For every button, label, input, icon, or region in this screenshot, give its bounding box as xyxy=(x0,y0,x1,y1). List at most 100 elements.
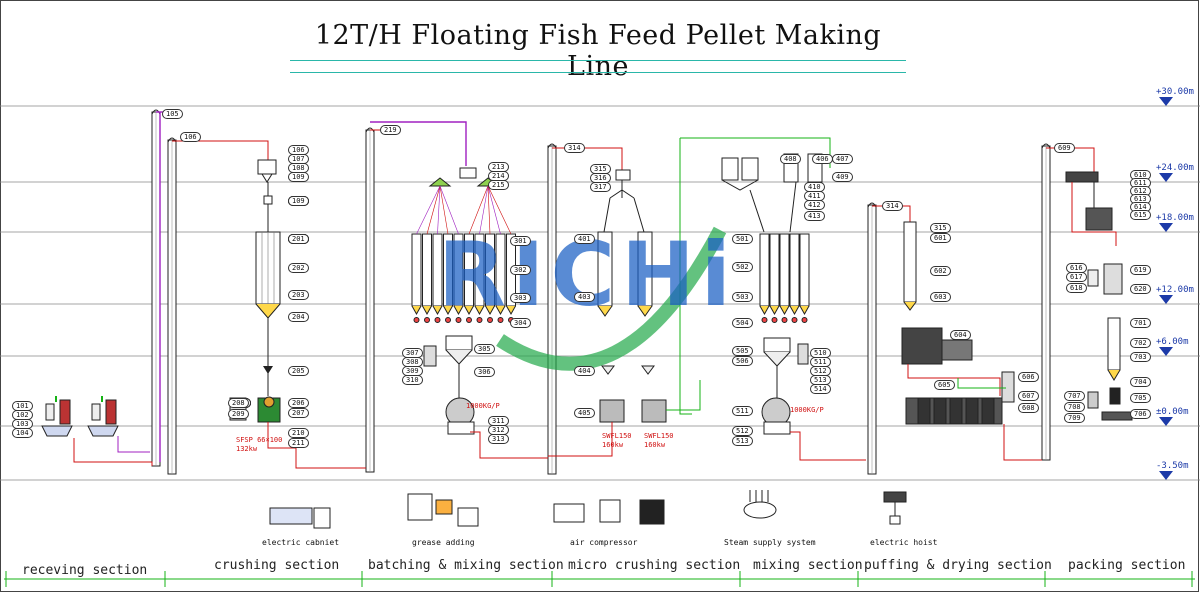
grease-adding-label: grease adding xyxy=(412,538,475,547)
micro-distributor xyxy=(615,169,631,181)
dryer-section xyxy=(949,397,963,425)
elevator-tag: 105 xyxy=(162,109,183,119)
elevation-marker-icon xyxy=(1159,295,1173,304)
bin-hopper xyxy=(422,305,432,316)
mixing-bin xyxy=(789,233,800,307)
mill-tag: 210 xyxy=(288,428,309,438)
packing-pipe-2 xyxy=(1071,182,1117,246)
title-underline-bottom xyxy=(290,72,906,73)
packing-tag: 619 xyxy=(1130,265,1151,275)
puffing-tag: 601 xyxy=(930,233,951,243)
electric-cabinet-label: electric cabniet xyxy=(262,538,340,547)
distribution-pipe xyxy=(437,185,441,235)
bin-hopper xyxy=(759,305,770,316)
grease-tank-2 xyxy=(797,343,809,365)
grease-tank-icon xyxy=(407,493,433,521)
mixer-spec: 1000KG/P xyxy=(466,402,500,410)
batching-tag: 302 xyxy=(510,265,531,275)
bag-operator xyxy=(45,403,55,421)
mixing-tag: 412 xyxy=(804,200,825,210)
mixing-tag: 513 xyxy=(732,436,753,446)
packing-tag: 705 xyxy=(1130,393,1151,403)
elevation-label: +24.00m xyxy=(1156,163,1194,173)
mixing-out-pipe xyxy=(790,431,866,461)
bin-hopper xyxy=(485,305,495,316)
elevation-label: +18.00m xyxy=(1156,213,1194,223)
mixing-tag: 408 xyxy=(780,154,801,164)
bag-sewing-conveyor xyxy=(1101,411,1133,421)
cyclone-separator xyxy=(257,159,277,175)
bin-feeder xyxy=(413,317,420,323)
mixing-tag: 511 xyxy=(732,406,753,416)
elevator-tag: 219 xyxy=(380,125,401,135)
elevation-label: +6.00m xyxy=(1156,337,1189,347)
mixing-tag: 501 xyxy=(732,234,753,244)
electric-hoist-icon xyxy=(883,491,907,503)
elevation-marker-icon xyxy=(1159,347,1173,356)
micro-feed-pipe xyxy=(552,147,623,170)
mixer-spec: 1000KG/P xyxy=(790,406,824,414)
bin-hopper xyxy=(597,305,613,317)
bin-feeder xyxy=(434,317,441,323)
bin-feeder xyxy=(761,317,768,323)
bin-hopper xyxy=(443,305,453,316)
mixing-bin xyxy=(799,233,810,307)
bin-hopper xyxy=(432,305,443,316)
mill-tag: 211 xyxy=(288,438,309,448)
pulverizer-air-pipe xyxy=(666,380,701,411)
bin-feeder xyxy=(476,317,483,323)
elevator-head xyxy=(547,143,557,149)
bin-feeder xyxy=(781,317,788,323)
steam-boiler-icon xyxy=(743,501,777,519)
bin-feeder xyxy=(801,317,808,323)
elevator-tag: 609 xyxy=(1054,143,1075,153)
micro-feeder-1 xyxy=(601,365,615,375)
packing-tag: 617 xyxy=(1066,272,1087,282)
bin-hopper xyxy=(789,305,800,316)
extruder xyxy=(901,327,943,365)
section-label: puffing & drying section xyxy=(864,558,1052,573)
distribution-pipe xyxy=(439,185,449,235)
crushing-tag: 109 xyxy=(288,196,309,206)
mixing-tag: 504 xyxy=(732,318,753,328)
drying-tag: 606 xyxy=(1018,372,1039,382)
bin-hopper xyxy=(464,305,474,316)
packing-tag: 703 xyxy=(1130,352,1151,362)
distribution-pipe xyxy=(487,185,512,235)
elevation-label: ±0.00m xyxy=(1156,407,1189,417)
drying-tag: 605 xyxy=(934,380,955,390)
micro-air-pipe xyxy=(679,138,692,415)
grease-filter-icon xyxy=(457,507,479,527)
crushing-out-pipe xyxy=(267,422,366,469)
crushing-feed-pipe xyxy=(172,140,269,160)
mixing-tag: 413 xyxy=(804,211,825,221)
batching-tag: 313 xyxy=(488,434,509,444)
puffing-tag: 603 xyxy=(930,292,951,302)
packing-scale xyxy=(1109,387,1121,405)
extruder-out-pipe xyxy=(907,364,1001,396)
packing-tag: 618 xyxy=(1066,283,1087,293)
batch-out-pipe xyxy=(470,431,548,459)
receiving-pipe xyxy=(73,438,153,466)
bin-feeder xyxy=(455,317,462,323)
bin-hopper xyxy=(637,305,653,317)
elevation-marker-icon xyxy=(1159,223,1173,232)
micro-tag: 401 xyxy=(574,234,595,244)
packing-tag: 702 xyxy=(1130,338,1151,348)
elevation-label: +30.00m xyxy=(1156,87,1194,97)
dryer-section xyxy=(965,397,979,425)
elevation-marker-icon xyxy=(1159,471,1173,480)
packing-tag: 707 xyxy=(1064,391,1085,401)
section-label: micro crushing section xyxy=(568,558,741,573)
chute-marker xyxy=(263,366,273,374)
drying-tag: 608 xyxy=(1018,403,1039,413)
crushing-tag: 205 xyxy=(288,366,309,376)
pulverizer-2 xyxy=(641,399,667,423)
distribution-pipe xyxy=(479,185,489,235)
bin-feeder xyxy=(466,317,472,323)
elevation-marker-icon xyxy=(1159,173,1173,182)
elevation-label: +12.00m xyxy=(1156,285,1194,295)
distribution-pipe xyxy=(416,185,441,235)
bag-stack xyxy=(59,399,71,425)
elevation-marker-icon xyxy=(1159,97,1173,106)
